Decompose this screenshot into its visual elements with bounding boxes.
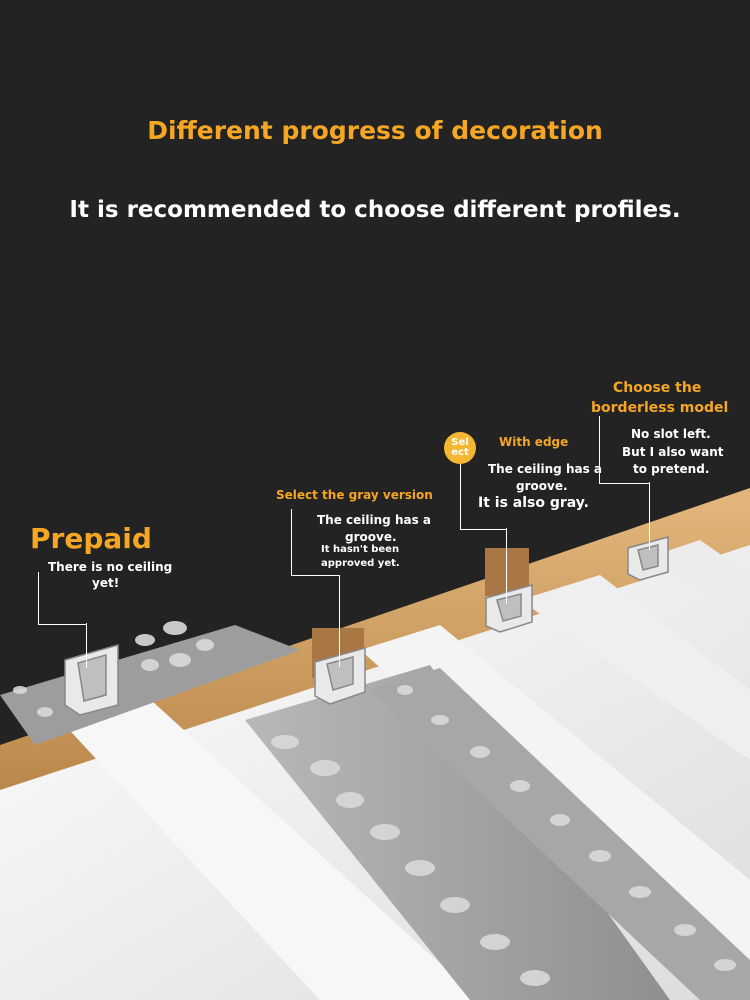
edge-desc-line1: The ceiling has a — [488, 462, 603, 476]
gray-strip-left — [0, 625, 300, 745]
edge-leader-drop — [506, 528, 507, 604]
borderless-desc-line2: But I also want — [622, 445, 724, 459]
wood-beam — [0, 488, 750, 800]
borderless-label-line1: Choose the — [613, 380, 702, 396]
gray-label: Select the gray version — [276, 488, 433, 502]
gray-leader-drop — [339, 575, 340, 667]
edge-desc-line2: groove. — [516, 479, 568, 493]
board-right — [520, 575, 750, 760]
prepaid-desc-line2: yet! — [92, 576, 120, 590]
perforation-holes — [13, 621, 736, 986]
select-badge-line1: Sel — [451, 436, 469, 448]
gray-desc-line1: The ceiling has a — [317, 513, 432, 527]
select-badge: Sel ect — [444, 432, 476, 464]
board-left — [60, 690, 480, 1000]
gray-leader — [291, 509, 340, 576]
profile-gray — [314, 647, 366, 705]
edge-desc-line3: It is also gray. — [478, 495, 589, 511]
prepaid-label: Prepaid — [30, 522, 152, 555]
gray-desc-line4: approved yet. — [321, 558, 400, 569]
borderless-label-line2: borderless model — [591, 400, 729, 416]
edge-leader — [460, 464, 507, 530]
prepaid-leader-drop — [86, 623, 87, 668]
borderless-leader — [599, 416, 650, 484]
profile-borderless — [627, 536, 669, 581]
page-subtitle: It is recommended to choose different pr… — [69, 197, 681, 223]
gray-strip-center — [245, 665, 670, 1000]
profile-edge — [485, 584, 533, 633]
prepaid-desc-line1: There is no ceiling — [48, 560, 173, 574]
prepaid-leader — [38, 572, 87, 625]
edge-label: With edge — [499, 435, 569, 449]
gray-desc-line2: groove. — [345, 530, 397, 544]
gray-desc-line3: It hasn't been — [321, 544, 400, 555]
gray-strip-right — [370, 668, 750, 1000]
page-title: Different progress of decoration — [147, 116, 603, 145]
profile-prepaid — [64, 644, 119, 716]
borderless-leader-drop — [649, 482, 650, 550]
borderless-desc-line1: No slot left. — [631, 427, 711, 441]
borderless-desc-line3: to pretend. — [633, 462, 710, 476]
select-badge-line2: ect — [451, 447, 469, 458]
